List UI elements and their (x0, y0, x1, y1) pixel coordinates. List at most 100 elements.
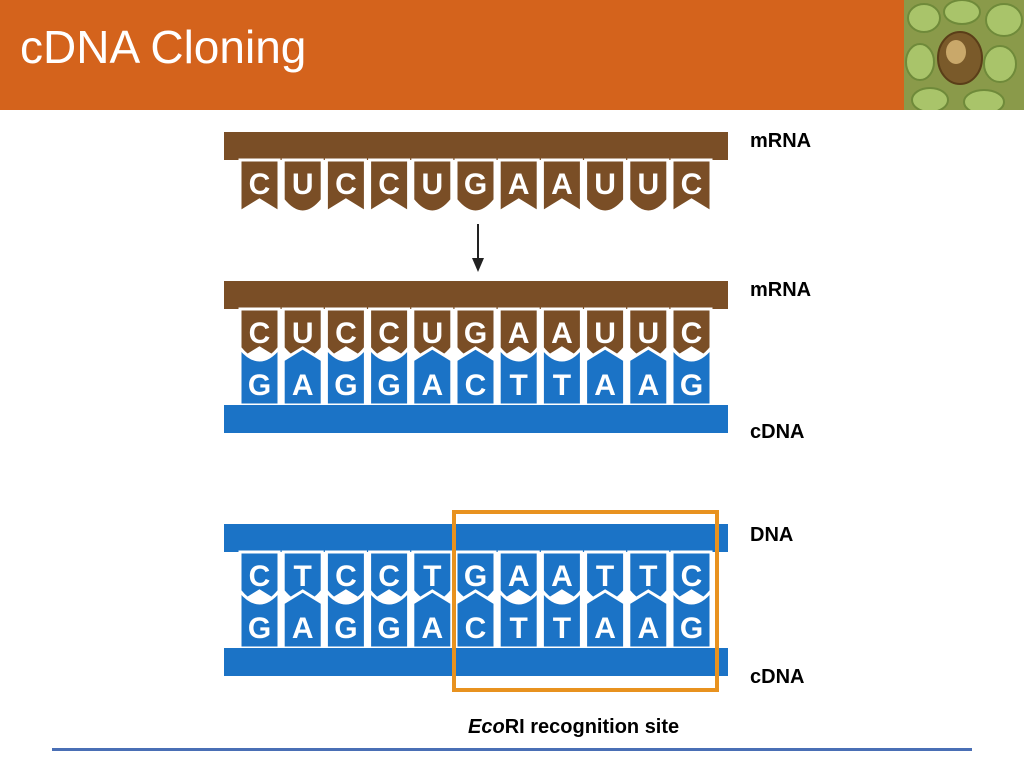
panel2-cdna-tile-3 (368, 343, 411, 407)
panel1-mrna-backbone (224, 132, 728, 160)
panel1-mrna-base-10: C (681, 168, 703, 201)
panel3-cdna-base-0: G (248, 612, 271, 645)
panel1-mrna-tile-3 (368, 158, 411, 215)
panel3-dna-base-9: T (639, 560, 657, 593)
panel3-dna-base-1: T (294, 560, 312, 593)
panel3-dna-base-8: T (596, 560, 614, 593)
panel2-mrna-base-8: U (594, 317, 616, 350)
panel3-dna-backbone (224, 524, 728, 552)
panel2-cdna-tile-6 (497, 343, 540, 407)
panel3-dna-base-2: C (335, 560, 357, 593)
ecori-recognition-box (452, 510, 719, 692)
panel3-dna-base-6: A (508, 560, 530, 593)
panel2-cdna-tile-2 (324, 343, 367, 407)
panel3-dna-base-0: C (249, 560, 271, 593)
ecori-caption: EcoRI recognition site (468, 716, 679, 739)
panel3-top-label: DNA (750, 524, 794, 546)
panel3-cdna-base-10: G (680, 612, 703, 645)
panel1-mrna-tile-8 (584, 158, 627, 214)
panel2-mrna-base-5: G (464, 317, 487, 350)
panel2-cdna-base-4: A (421, 369, 443, 402)
caption-rest: RI recognition site (504, 716, 680, 738)
panel3-cdna-tile-3 (368, 586, 411, 650)
panel2-cdna-tile-7 (540, 343, 583, 407)
panel1-mrna-base-9: U (637, 168, 659, 201)
panel1-mrna-base-8: U (594, 168, 616, 201)
panel1-mrna-base-7: A (551, 168, 573, 201)
panel3-dna-base-5: G (464, 560, 487, 593)
panel3-cdna-base-8: A (594, 612, 616, 645)
panel2-cdna-tile-0 (238, 343, 281, 407)
panel3-cdna-base-4: A (421, 612, 443, 645)
panel3-cdna-base-7: T (553, 612, 571, 645)
panel1-mrna-tile-1 (281, 158, 324, 214)
panel2-mrna-base-0: C (249, 317, 271, 350)
panel2-cdna-base-0: G (248, 369, 271, 402)
panel3-cdna-base-3: G (377, 612, 400, 645)
panel3-cdna-tile-10 (670, 586, 713, 650)
panel3-cdna-backbone (224, 648, 728, 676)
cactus-photo (904, 0, 1024, 110)
panel2-cdna-base-8: A (594, 369, 616, 402)
panel3-cdna-base-6: T (510, 612, 528, 645)
panel3-dna-base-10: C (681, 560, 703, 593)
panel2-cdna-base-1: A (292, 369, 314, 402)
panel1-mrna-tile-7 (540, 158, 583, 215)
panel3-cdna-tile-2 (324, 586, 367, 650)
slide-title: cDNA Cloning (20, 21, 307, 73)
panel2-mrna-base-1: U (292, 317, 314, 350)
panel2-mrna-base-4: U (421, 317, 443, 350)
panel3-cdna-tile-6 (497, 586, 540, 650)
panel2-cdna-base-6: T (510, 369, 528, 402)
panel1-mrna-tile-10 (670, 158, 713, 215)
panel2-mrna-base-3: C (378, 317, 400, 350)
panel1-mrna-base-3: C (378, 168, 400, 201)
panel2-cdna-backbone (224, 405, 728, 433)
panel1-mrna-base-0: C (249, 168, 271, 201)
panel1-top-label: mRNA (750, 130, 812, 152)
panel2-cdna-base-7: T (553, 369, 571, 402)
panel2-cdna-base-2: G (334, 369, 357, 402)
footer-rule (52, 748, 972, 751)
panel3-dna-base-4: T (423, 560, 441, 593)
panel1-mrna-tile-4 (411, 158, 454, 214)
panel2-mrna-base-2: C (335, 317, 357, 350)
panel2-mrna-base-7: A (551, 317, 573, 350)
panel2-top-label: mRNA (750, 279, 812, 301)
panel2-mrna-backbone (224, 281, 728, 309)
panel1-mrna-tile-0 (238, 158, 281, 215)
panel2-mrna-base-9: U (637, 317, 659, 350)
panel3-bottom-label: cDNA (750, 666, 805, 688)
caption-italic: Eco (468, 716, 505, 738)
panel2-cdna-base-5: C (465, 369, 487, 402)
panel3-cdna-tile-7 (540, 586, 583, 650)
panel2-mrna-base-10: C (681, 317, 703, 350)
panel3-dna-base-3: C (378, 560, 400, 593)
panel1-mrna-base-2: C (335, 168, 357, 201)
panel3-cdna-base-2: G (334, 612, 357, 645)
down-arrow (472, 224, 484, 272)
panel2-cdna-base-9: A (637, 369, 659, 402)
title-bar: cDNA Cloning (0, 0, 1024, 110)
panel2-cdna-base-10: G (680, 369, 703, 402)
panel3-cdna-tile-0 (238, 586, 281, 650)
panel1-mrna-base-4: U (421, 168, 443, 201)
panel1-mrna-base-6: A (508, 168, 530, 201)
panel3-cdna-base-5: C (465, 612, 487, 645)
panel1-mrna-base-5: G (464, 168, 487, 201)
panel1-mrna-tile-2 (324, 158, 367, 215)
panel2-bottom-label: cDNA (750, 421, 805, 443)
panel1-mrna-tile-9 (627, 158, 670, 214)
panel3-dna-base-7: A (551, 560, 573, 593)
panel2-cdna-tile-10 (670, 343, 713, 407)
panel3-cdna-base-1: A (292, 612, 314, 645)
panel1-mrna-tile-6 (497, 158, 540, 215)
panel3-cdna-base-9: A (637, 612, 659, 645)
panel1-mrna-base-1: U (292, 168, 314, 201)
